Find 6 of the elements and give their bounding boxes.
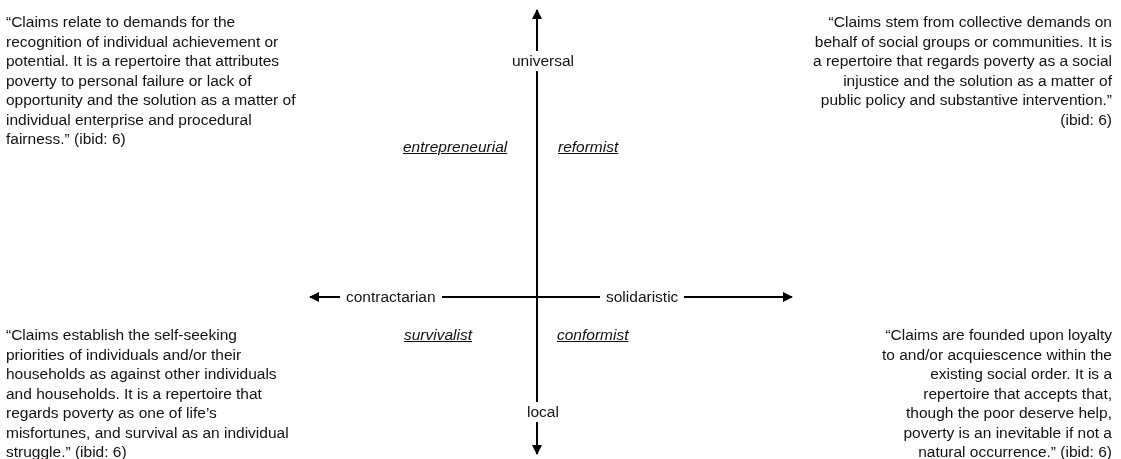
quote-text: “Claims relate to demands for the recognition of individual achievement or potential. It is a repertoire that attributes poverty to personal failure or lack of opportunity and the solution as a matter of individual enterprise and procedural fairness.” (ibid: 6)	[6, 12, 297, 149]
quadrant-label: reformist	[558, 137, 619, 157]
quadrant-label: entrepreneurial	[403, 137, 508, 157]
quadrant-label: survivalist	[404, 325, 473, 345]
quadrant-label: conformist	[557, 325, 629, 345]
quote-text: “Claims stem from collective demands on behalf of social groups or communities. It is a repertoire that regards poverty as a social injustice and the solution as a matter of public policy and substantive intervention.” (ibid: 6)	[812, 12, 1112, 129]
